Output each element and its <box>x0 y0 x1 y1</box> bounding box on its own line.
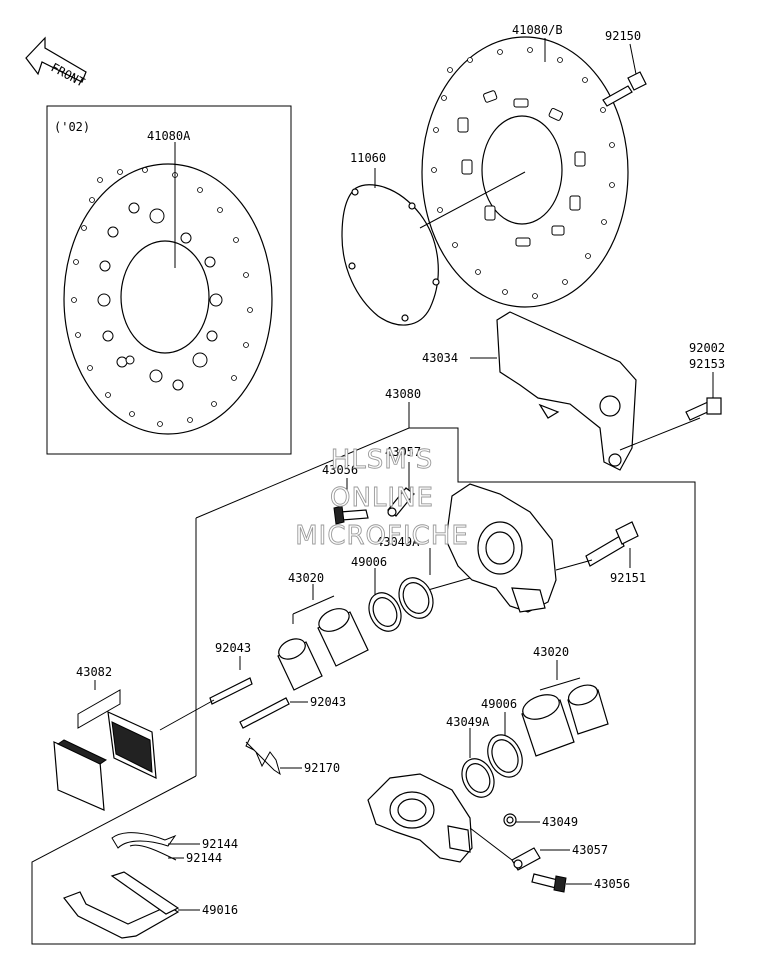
brake-disc-41080a <box>63 163 273 435</box>
bolt-92002 <box>685 397 722 421</box>
caliper-upper <box>445 483 557 613</box>
bleeder-43057-bottom <box>511 847 541 871</box>
bleeder-valve-43056-top <box>333 505 369 525</box>
label-11060: 11060 <box>350 151 386 165</box>
piston-43020-right-a <box>521 694 575 757</box>
gasket-11060 <box>341 184 440 326</box>
watermark-line-3: MICROFICHE <box>295 521 469 551</box>
washer-43049 <box>503 813 517 827</box>
pad-pin-92043-a <box>209 677 253 705</box>
label-43049: 43049 <box>542 815 578 829</box>
caliper-lower <box>367 773 473 863</box>
watermark-line-2: ONLINE <box>330 483 434 513</box>
label-41080a: 41080A <box>147 129 191 143</box>
label-43049a-bottom: 43049A <box>446 715 490 729</box>
assembly-outline <box>31 427 696 945</box>
pad-pin-92043-b <box>239 697 290 729</box>
label-43056-bottom: 43056 <box>594 877 630 891</box>
label-92043-b: 92043 <box>310 695 346 709</box>
bolt-92150 <box>602 71 647 107</box>
bleeder-valve-43056-bottom <box>531 873 567 893</box>
dust-seal-43049a-left <box>398 577 434 619</box>
pin-92151 <box>585 521 639 567</box>
brake-pad-43082-b <box>53 739 108 811</box>
label-49006-right: 49006 <box>481 697 517 711</box>
label-92144-b: 92144 <box>186 851 222 865</box>
label-49016: 49016 <box>202 903 238 917</box>
label-92144-a: 92144 <box>202 837 238 851</box>
label-92153: 92153 <box>689 357 725 371</box>
label-43056-top: 43056 <box>322 463 358 477</box>
label-92002: 92002 <box>689 341 725 355</box>
variant-box <box>46 105 292 455</box>
label-43080: 43080 <box>385 387 421 401</box>
caliper-bracket-43034 <box>496 311 637 471</box>
label-41080b: 41080/B <box>512 23 563 37</box>
spring-92170 <box>245 737 281 776</box>
label-92151: 92151 <box>610 571 646 585</box>
label-92043-a: 92043 <box>215 641 251 655</box>
piston-43020-left-a <box>317 608 369 667</box>
brake-pad-43082-a <box>107 711 157 779</box>
label-43020-left: 43020 <box>288 571 324 585</box>
watermark-line-1: HLSM'S <box>331 445 434 475</box>
label-43057-bottom: 43057 <box>572 843 608 857</box>
piston-43020-left-b <box>277 638 323 691</box>
watermark: HLSM'S ONLINE MICROFICHE <box>295 445 469 552</box>
piston-43020-right-b <box>567 684 609 735</box>
label-49006-left: 49006 <box>351 555 387 569</box>
piston-seal-49006-left <box>368 592 402 632</box>
dust-seal-43049a-right <box>461 758 495 798</box>
piston-seal-49006-right <box>487 734 523 778</box>
label-43057-top: 43057 <box>385 445 421 459</box>
bleeder-43057-top <box>387 487 415 517</box>
front-arrow-icon: FRONT <box>25 36 87 90</box>
label-92170: 92170 <box>304 761 340 775</box>
variant-label: ('02) <box>54 120 90 134</box>
pad-spring-92144 <box>111 832 177 861</box>
anti-rattle-plate-49016 <box>63 871 180 939</box>
label-43034: 43034 <box>422 351 458 365</box>
label-43049a-top: 43049A <box>376 535 420 549</box>
label-43020-right: 43020 <box>533 645 569 659</box>
label-92150: 92150 <box>605 29 641 43</box>
label-43082: 43082 <box>76 665 112 679</box>
